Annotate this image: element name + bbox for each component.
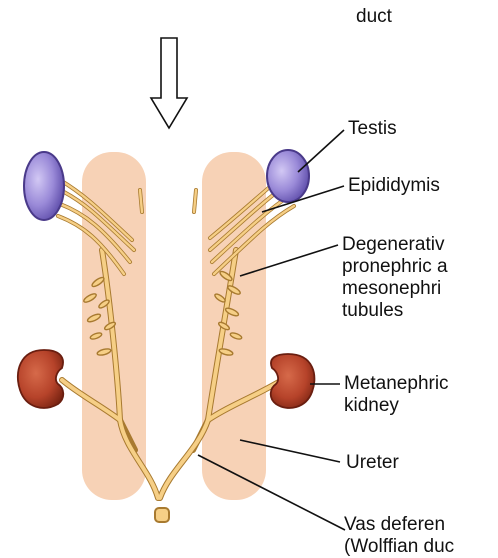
label-degenerative-line-3: mesonephri [342, 278, 441, 300]
right-kidney [271, 354, 315, 408]
label-testis: Testis [348, 118, 397, 140]
left-testis [24, 152, 64, 220]
label-duct-fragment: duct [356, 6, 392, 28]
right-mesoderm-band [202, 152, 266, 500]
label-vas-deferens-line-1: Vas deferen [344, 514, 445, 536]
label-epididymis: Epididymis [348, 175, 440, 197]
vas-deferens-terminal [155, 508, 169, 522]
left-kidney [18, 350, 63, 408]
label-ureter: Ureter [346, 452, 399, 474]
down-arrow-icon [151, 38, 187, 128]
label-metanephric-line-1: Metanephric [344, 373, 449, 395]
right-testis [267, 150, 309, 202]
label-vas-deferens-line-2: (Wolffian duc [344, 536, 454, 558]
label-degenerative-line-4: tubules [342, 300, 403, 322]
label-degenerative-line-1: Degenerativ [342, 234, 444, 256]
label-degenerative-line-2: pronephric a [342, 256, 448, 278]
label-metanephric-line-2: kidney [344, 395, 399, 417]
